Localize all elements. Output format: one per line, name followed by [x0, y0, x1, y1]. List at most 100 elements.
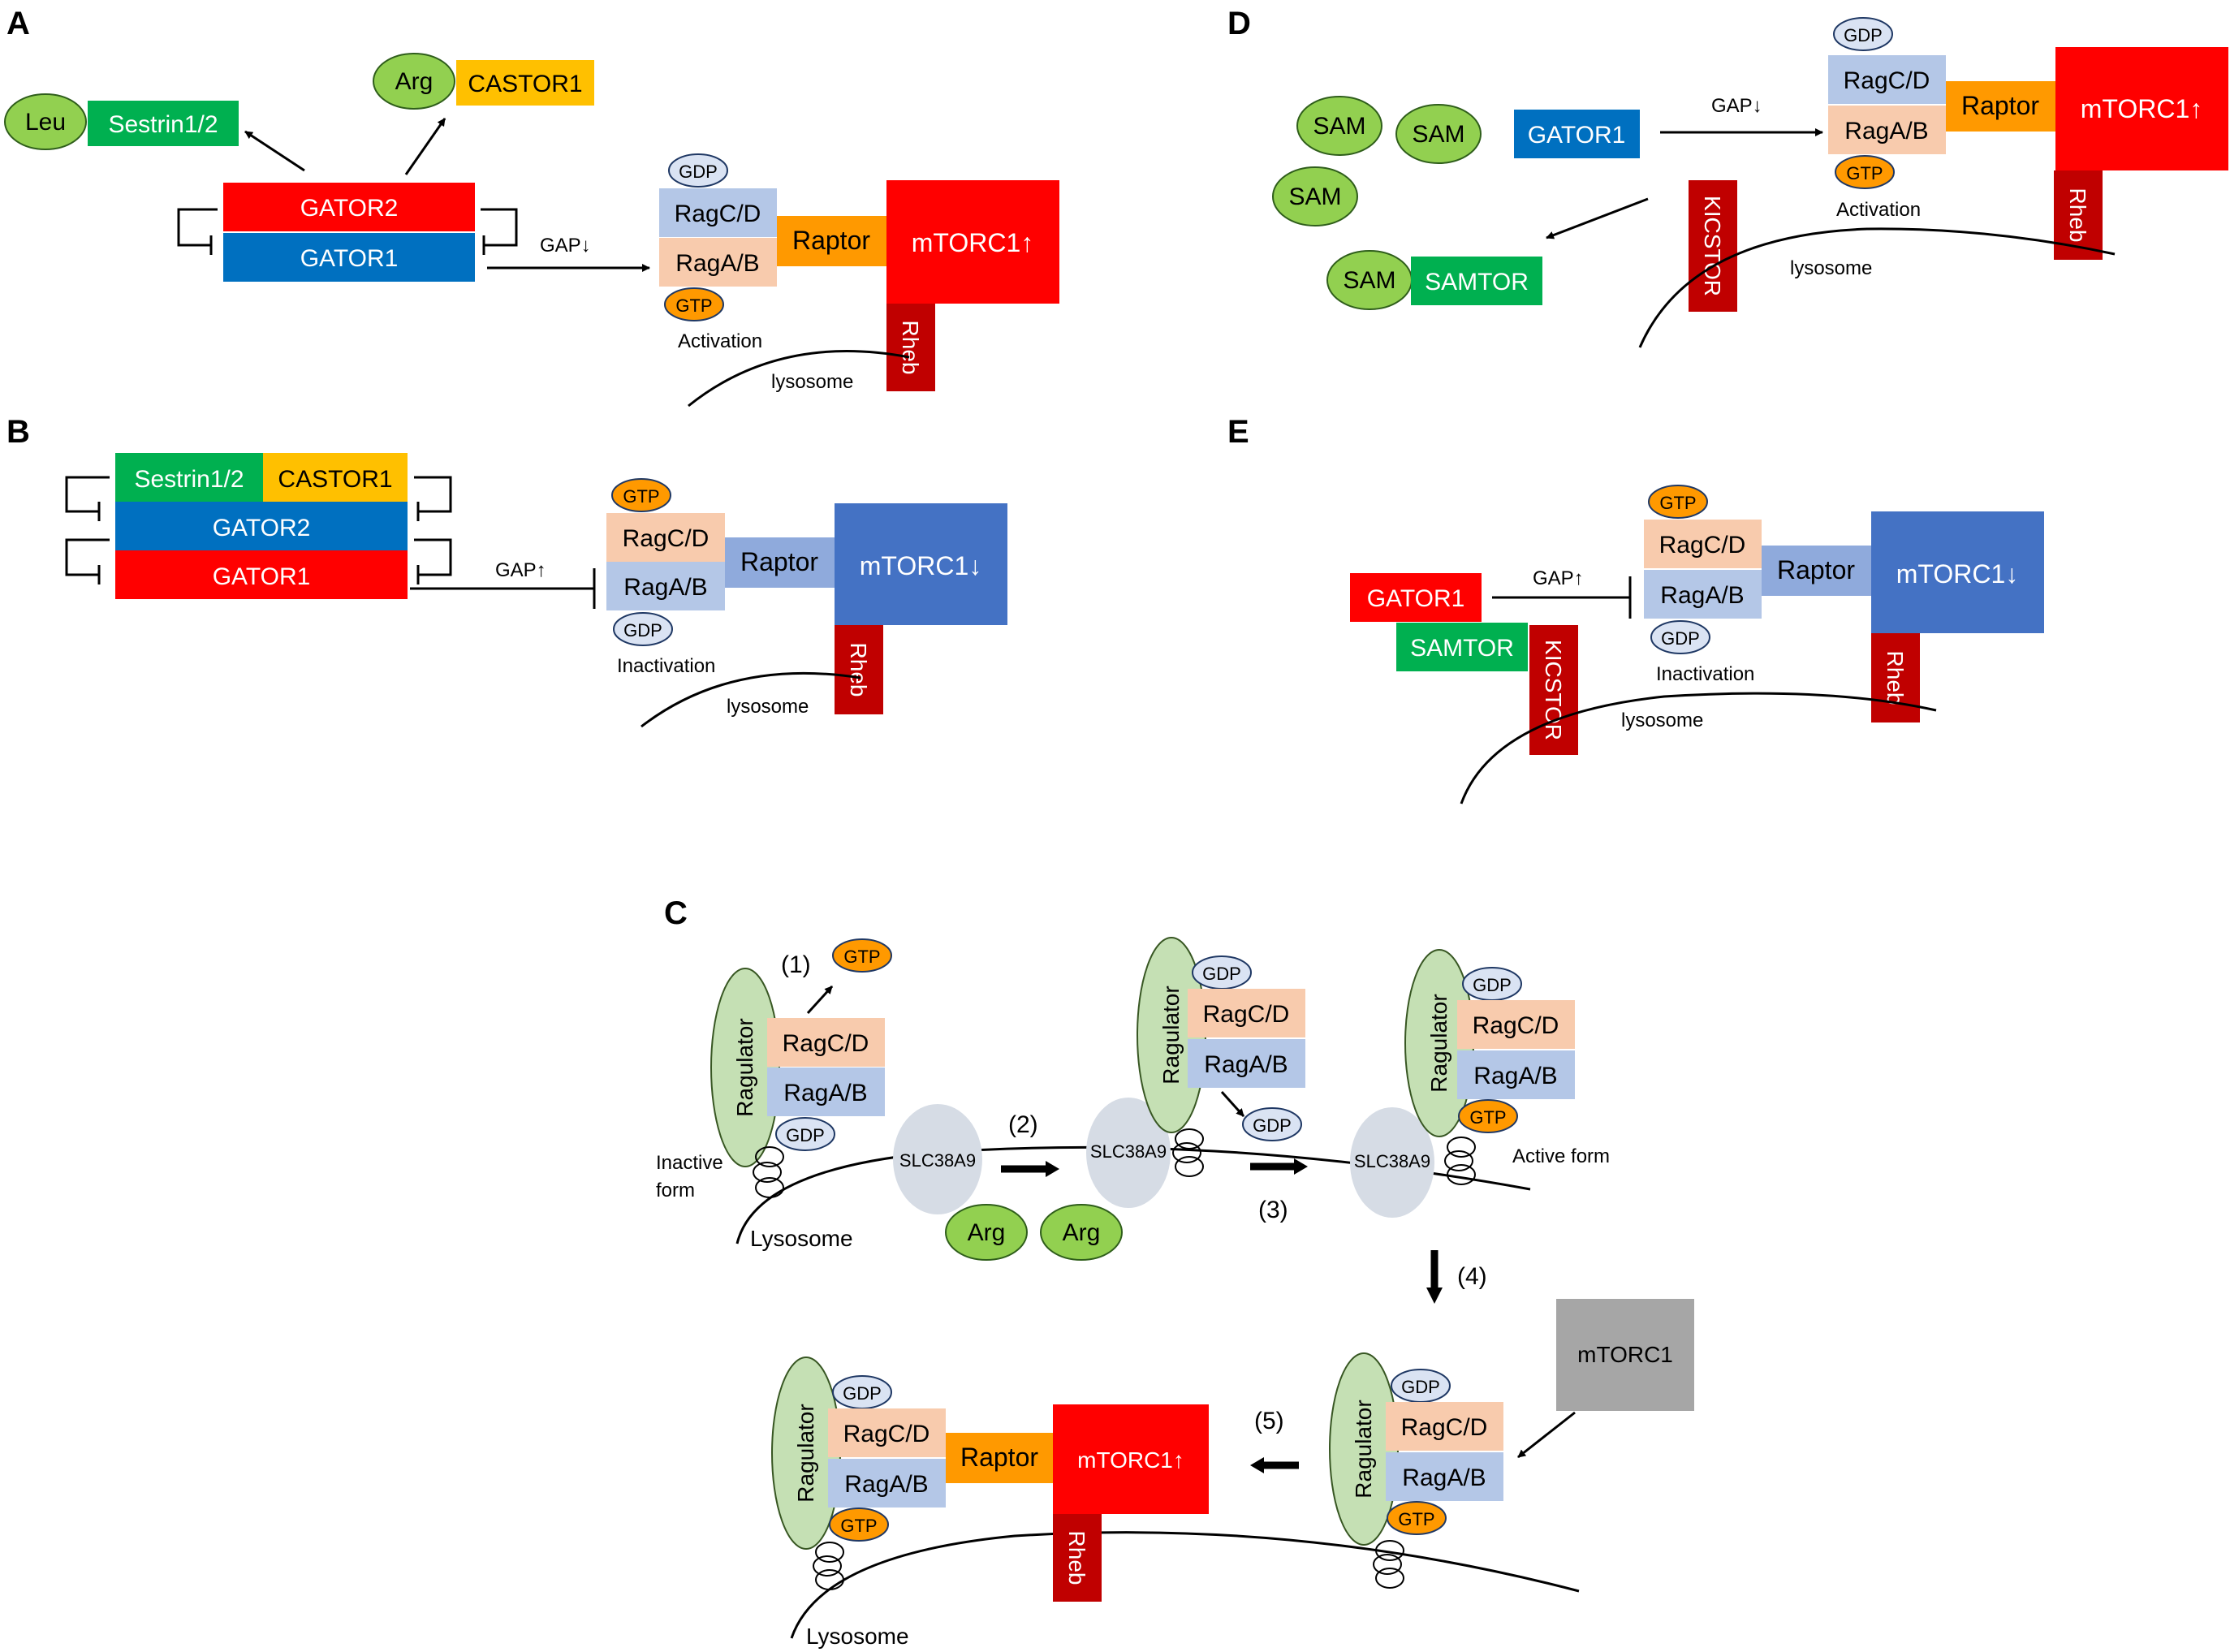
sestrin-box — [115, 453, 263, 502]
rheb-box — [886, 304, 935, 391]
gap-up-label: GAP↑ — [495, 559, 546, 581]
gtp-label: GTP — [1398, 1509, 1434, 1529]
ragab-label: RagA/B — [1473, 1063, 1557, 1089]
ragcd-label: RagC/D — [843, 1421, 930, 1447]
rheb-box — [1871, 633, 1920, 722]
form-label: form — [656, 1180, 695, 1201]
gator1-box — [223, 233, 475, 282]
inhibit-bracket-left — [177, 208, 218, 255]
ragab-box — [1644, 570, 1762, 619]
lysosome-membrane — [641, 671, 861, 728]
samtor-label: SAMTOR — [1425, 269, 1529, 295]
gator2-box — [223, 183, 475, 231]
ragab-label: RagA/B — [1844, 118, 1928, 144]
raptor-label: Raptor — [960, 1443, 1038, 1472]
ragab-box — [1828, 106, 1946, 154]
ragulator-label: Ragulator — [1351, 1400, 1376, 1498]
gtp-label: GTP — [623, 486, 659, 507]
gdp-oval-released — [1242, 1107, 1302, 1141]
raptor-label: Raptor — [1961, 91, 2039, 120]
arrow-gtp-release — [806, 985, 834, 1015]
ragulator-label: Ragulator — [732, 1018, 757, 1116]
sam-label-4: SAM — [1343, 267, 1395, 294]
ragab-box — [659, 238, 777, 287]
arg-oval-2 — [1040, 1204, 1123, 1261]
gator1-box — [1350, 573, 1482, 622]
inhibit-bracket-left-2 — [65, 538, 110, 584]
raptor-label: Raptor — [740, 547, 818, 576]
panel-d: D SAM SAM SAM GATOR1 GAP↓ SAM SAMTOR KIC… — [1227, 6, 2228, 348]
ragab-label: RagA/B — [783, 1080, 867, 1106]
gdp-oval — [613, 612, 673, 646]
sestrin-box — [88, 101, 239, 146]
kicstor-label: KICSTOR — [1700, 196, 1725, 296]
gator1-label: GATOR1 — [213, 563, 311, 590]
ragcd-label: RagC/D — [1473, 1012, 1559, 1039]
gdp-label: GDP — [679, 162, 718, 182]
raptor-box — [725, 537, 835, 588]
step1-label: (1) — [781, 951, 811, 978]
gtp-label: GTP — [843, 947, 880, 967]
ragcd-label: RagC/D — [623, 525, 710, 552]
active-form-label: Active form — [1512, 1145, 1610, 1167]
inactive-label: Inactive — [656, 1152, 723, 1174]
anchor-coils — [753, 1146, 784, 1198]
ragab-box — [606, 562, 725, 610]
panel-letter-d: D — [1227, 6, 1251, 41]
gtp-label: GTP — [840, 1516, 877, 1536]
ragulator-label: Ragulator — [1426, 994, 1451, 1092]
activation-label: Activation — [1836, 199, 1921, 221]
sam-label-2: SAM — [1412, 121, 1464, 148]
gdp-label: GDP — [1844, 25, 1883, 45]
rheb-box — [1053, 1514, 1102, 1602]
gator1-label: GATOR1 — [1367, 585, 1465, 612]
mtorc1-gray-box — [1556, 1299, 1694, 1411]
ragcd-label: RagC/D — [1844, 67, 1930, 94]
ragcd-box — [606, 513, 725, 562]
gdp-label: GDP — [1473, 975, 1512, 995]
ragab-box — [767, 1068, 885, 1116]
gdp-label: GDP — [1661, 628, 1700, 649]
slc38a9-oval-3 — [1350, 1107, 1434, 1218]
rheb-label: Rheb — [1883, 651, 1908, 705]
samtor-box — [1411, 257, 1542, 305]
gap-up-label: GAP↑ — [1533, 567, 1584, 589]
mtorc1-label: mTORC1↓ — [1896, 559, 2019, 589]
arrow-gdp-release — [1220, 1090, 1245, 1118]
gdp-label: GDP — [843, 1383, 882, 1404]
lysosome-label: lysosome — [771, 371, 853, 393]
activation-label: Activation — [678, 330, 762, 352]
gtp-label: GTP — [1846, 163, 1883, 183]
lysosome-membrane — [1638, 227, 2116, 348]
stage-recruit: Ragulator GDP RagC/D RagA/B GTP — [1329, 1352, 1503, 1589]
ragcd-box — [767, 1018, 885, 1067]
gtp-oval — [1458, 1099, 1518, 1133]
lysosome-label: lysosome — [1790, 257, 1872, 279]
panel-b: B Sestrin1/2 CASTOR1 GATOR2 GATOR1 GAP↑ … — [6, 414, 1007, 728]
sam-label-1: SAM — [1313, 113, 1365, 140]
gator2-label: GATOR2 — [300, 195, 399, 222]
gdp-oval — [775, 1117, 835, 1151]
ragab-label: RagA/B — [1660, 582, 1744, 609]
gdp-label: GDP — [623, 620, 662, 641]
sam-label-3: SAM — [1288, 183, 1341, 210]
gdp-label: GDP — [1253, 1115, 1292, 1136]
gator1-label: GATOR1 — [300, 245, 399, 272]
raptor-box — [1762, 546, 1871, 596]
ragulator-label: Ragulator — [793, 1404, 818, 1502]
samtor-label: SAMTOR — [1410, 635, 1514, 662]
panel-c: C Lysosome Ragulator RagC/D RagA/B GDP G… — [656, 895, 1694, 1649]
inactivation-label: Inactivation — [1656, 663, 1754, 685]
gtp-oval — [664, 287, 724, 321]
anchor-coils — [813, 1542, 844, 1590]
inhibit-bracket-right — [481, 208, 518, 255]
ragab-label: RagA/B — [844, 1471, 928, 1498]
lysosome-membrane — [688, 350, 910, 408]
leu-label: Leu — [25, 109, 66, 136]
arrow-to-castor1 — [404, 118, 446, 175]
inactivation-label: Inactivation — [617, 655, 715, 677]
arrow-mtorc1-recruit — [1517, 1411, 1576, 1459]
rheb-label: Rheb — [898, 321, 923, 375]
ragcd-box — [1828, 55, 1946, 104]
ragab-label: RagA/B — [1402, 1464, 1486, 1491]
